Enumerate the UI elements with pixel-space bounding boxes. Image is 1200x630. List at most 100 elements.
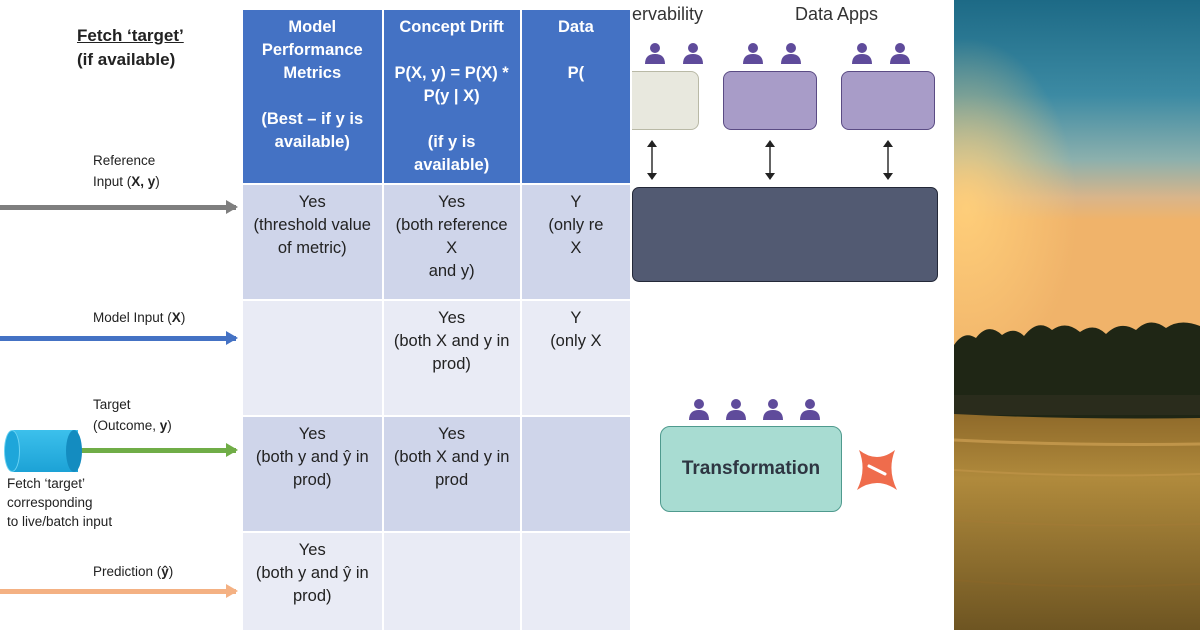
reference-input-arrow (0, 200, 238, 214)
user-group (742, 42, 802, 64)
double-arrow-icon (647, 140, 657, 180)
fetch-caption-line2: corresponding (7, 495, 93, 510)
user-icon (781, 43, 801, 64)
header-line: Metrics (283, 64, 342, 82)
header-spacer (249, 85, 376, 108)
cell-line: (threshold value (253, 216, 371, 234)
header-line: P( (567, 64, 585, 82)
table-cell: Y (only re X (521, 185, 630, 299)
monitoring-matrix-table: Model Performance Metrics (Best – if y i… (241, 8, 632, 630)
fetch-target-heading-line2: (if available) (77, 50, 176, 69)
table-row: Yes (both y and ŷ in prod) Yes (both X a… (243, 417, 630, 531)
arrow-head-icon (226, 331, 238, 345)
wheat-field-photo (954, 0, 1200, 630)
header-spacer (528, 39, 624, 62)
table-cell: Yes (both y and ŷ in prod) (243, 533, 382, 630)
header-spacer (390, 108, 514, 131)
fetch-target-heading-line1: Fetch ‘target’ (77, 26, 184, 45)
data-stack-diagram-panel: ervability Data Apps Transformation (632, 0, 954, 630)
cell-line: Yes (298, 425, 326, 443)
double-arrow-icon (765, 140, 775, 180)
target-label-var: y (159, 418, 168, 433)
header-line: Data (557, 18, 594, 36)
data-platform-box (632, 187, 938, 282)
cell-line: Yes (438, 193, 466, 211)
target-label-line2: (Outcome, y) (93, 415, 172, 436)
fetch-caption-line1: Fetch ‘target’ (7, 476, 86, 491)
user-icon (683, 43, 703, 64)
cell-line: (both X and y in (393, 448, 510, 466)
transformation-box: Transformation (660, 426, 842, 512)
model-input-label-post: ) (180, 310, 186, 325)
data-app-box (841, 71, 935, 130)
table-cell (521, 417, 630, 531)
header-line: Performance (261, 41, 363, 59)
prediction-label-symbol: ŷ (161, 564, 169, 579)
header-spacer (390, 39, 514, 62)
user-group (688, 398, 821, 420)
cell-line: of metric) (277, 239, 347, 257)
target-label: Target (Outcome, y) (93, 394, 172, 436)
fetch-target-heading: Fetch ‘target’ (if available) (77, 24, 184, 72)
prediction-arrow (0, 584, 238, 598)
user-icon (763, 399, 783, 420)
header-line: P(y | X) (423, 87, 480, 105)
prediction-label-post: ) (168, 564, 174, 579)
cell-line: and y) (428, 262, 475, 280)
table-cell: Yes (both y and ŷ in prod) (243, 417, 382, 531)
user-group (644, 42, 704, 64)
target-label-post: ) (167, 418, 172, 433)
observability-app-box (632, 71, 699, 130)
fetch-caption-line3: to live/batch input (7, 514, 113, 529)
cell-line: Yes (298, 193, 326, 211)
reference-input-label-pre: Input ( (93, 174, 132, 189)
user-icon (800, 399, 820, 420)
double-arrow-icon (883, 140, 893, 180)
header-line: (Best – if y is (261, 110, 364, 128)
table-cell: Yes (both reference X and y) (383, 185, 520, 299)
model-input-label-vars: X (171, 310, 181, 325)
data-app-box (723, 71, 817, 130)
table-cell (243, 301, 382, 415)
table-row: Yes (both y and ŷ in prod) (243, 533, 630, 630)
database-cylinder-icon (4, 430, 82, 472)
header-line: Model (288, 18, 337, 36)
sunset-field-image (954, 0, 1200, 630)
cell-line: (both reference X (395, 216, 508, 257)
cell-line: X (570, 239, 582, 257)
header-line: P(X, y) = P(X) * (394, 64, 509, 82)
cell-line: (both y and ŷ in (255, 448, 369, 466)
user-icon (689, 399, 709, 420)
data-apps-title: Data Apps (795, 4, 879, 24)
table-cell (383, 533, 520, 630)
prediction-label: Prediction (ŷ) (93, 561, 173, 582)
header-concept-drift: Concept Drift P(X, y) = P(X) * P(y | X) … (383, 10, 520, 183)
table-cell (521, 533, 630, 630)
header-line: Concept Drift (399, 18, 504, 36)
table-cell: Yes (threshold value of metric) (243, 185, 382, 299)
reference-input-label: Reference Input (X, y) (93, 150, 160, 192)
header-data-drift: Data P( (521, 10, 630, 183)
header-model-performance: Model Performance Metrics (Best – if y i… (243, 10, 382, 183)
target-label-line1: Target (93, 397, 131, 412)
user-group (851, 42, 911, 64)
table-cell: Yes (both X and y in prod) (383, 301, 520, 415)
user-icon (852, 43, 872, 64)
model-input-label-pre: Model Input ( (93, 310, 172, 325)
table-row: Yes (threshold value of metric) Yes (bot… (243, 185, 630, 299)
prediction-label-pre: Prediction ( (93, 564, 162, 579)
fetch-target-caption: Fetch ‘target’ corresponding to live/bat… (7, 474, 112, 531)
reference-input-label-post: ) (155, 174, 160, 189)
table-header-row: Model Performance Metrics (Best – if y i… (243, 10, 630, 183)
table-cell: Yes (both X and y in prod (383, 417, 520, 531)
cell-line: prod) (292, 587, 332, 605)
cell-line: Yes (298, 541, 326, 559)
cell-line: (both X and y in (393, 332, 510, 350)
cell-line: Y (570, 309, 582, 327)
model-input-label: Model Input (X) (93, 307, 185, 328)
transformation-label: Transformation (681, 458, 821, 479)
user-icon (645, 43, 665, 64)
cell-line: prod) (292, 471, 332, 489)
user-icon (726, 399, 746, 420)
cell-line: Yes (438, 309, 466, 327)
